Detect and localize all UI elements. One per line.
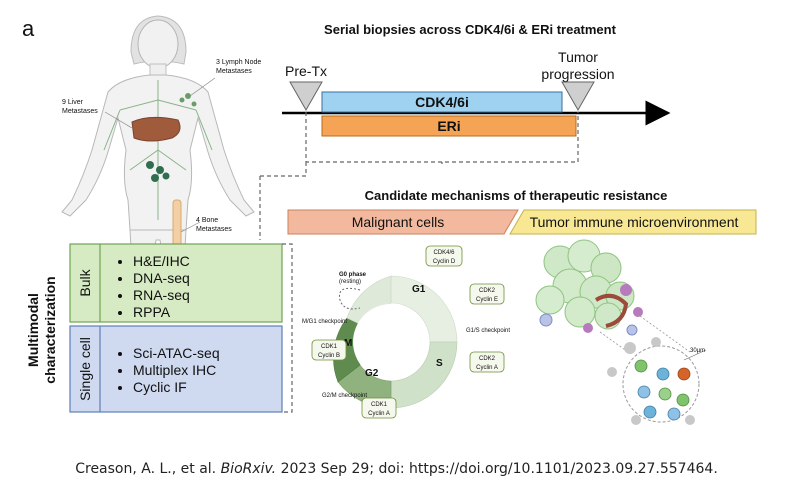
svg-text:Cyclin B: Cyclin B — [318, 353, 340, 359]
cdk46i-bar — [321, 91, 563, 113]
pre-tx-label: Pre-Tx — [285, 63, 327, 79]
scale-label: 30µm — [690, 348, 705, 354]
svg-text:CDK1: CDK1 — [321, 344, 338, 350]
timeline-title: Serial biopsies across CDK4/6i & ERi tre… — [324, 22, 617, 37]
bulk-assay-item: RNA-seq — [133, 287, 190, 303]
liver-label-line2: Metastases — [62, 108, 98, 115]
single-cell-assay-item: Multiplex IHC — [133, 362, 216, 378]
cell-cycle-diagram — [333, 275, 458, 409]
bone-label-line2: Metastases — [196, 226, 232, 233]
bulk-assay-item: H&E/IHC — [133, 253, 190, 269]
single-cell-assay-bullet — [118, 386, 122, 390]
bulk-assay-item: RPPA — [133, 304, 171, 320]
single-cell-assay-bullet — [118, 352, 122, 356]
g0-phase-label: G0 phase — [339, 272, 367, 278]
eri-bar-label: ERi — [437, 118, 460, 134]
bone-label-line1: 4 Bone — [196, 217, 218, 224]
bulk-assay-bullet — [118, 277, 122, 281]
bulk-assay-bullet — [118, 311, 122, 315]
characterization-bracket — [282, 243, 293, 413]
cdk1-cyclin-a-badge: CDK1 Cyclin A — [361, 397, 397, 419]
bulk-label: Bulk — [77, 268, 93, 296]
multimodal-title-line2: characterization — [42, 276, 58, 383]
dashed-connector — [259, 112, 579, 240]
svg-text:CDK2: CDK2 — [479, 356, 496, 362]
progression-label-line1: Tumor — [558, 49, 598, 65]
svg-text:Cyclin A: Cyclin A — [476, 365, 498, 371]
malignant-cells-banner — [287, 209, 519, 235]
single-cell-label: Single cell — [77, 337, 93, 401]
g2-phase-label: G2 — [365, 368, 379, 379]
g1-phase-label: G1 — [412, 284, 426, 295]
progression-biopsy-marker — [561, 81, 595, 112]
svg-text:Cyclin E: Cyclin E — [476, 297, 498, 303]
bulk-assay-bullet — [118, 294, 122, 298]
lymph-label-line1: 3 Lymph Node — [216, 59, 261, 66]
cdk1-cyclin-b-badge: CDK1 Cyclin B — [311, 339, 347, 361]
citation: Creason, A. L., et al. BioRxiv. 2023 Sep… — [0, 461, 793, 477]
citation-details: 2023 Sep 29; doi: https://doi.org/10.110… — [280, 461, 718, 477]
citation-journal: BioRxiv. — [220, 461, 277, 477]
svg-text:CDK4/6: CDK4/6 — [433, 250, 455, 256]
liver-label-line1: 9 Liver — [62, 99, 84, 106]
pre-tx-biopsy-marker — [289, 81, 323, 112]
mg1-checkpoint-label: M/G1 checkpoint — [302, 319, 347, 325]
svg-text:CDK2: CDK2 — [479, 288, 496, 294]
svg-text:CDK1: CDK1 — [371, 402, 388, 408]
cdk46-cyclin-d-badge: CDK4/6 Cyclin D — [425, 245, 463, 267]
cdk46i-bar-label: CDK4/6i — [415, 94, 469, 110]
immune-banner — [509, 209, 757, 235]
single-cell-assay-item: Cyclic IF — [133, 379, 187, 395]
tumor-microenvironment-illustration — [535, 239, 707, 425]
g1s-checkpoint-label: G1/S checkpoint — [466, 328, 510, 334]
s-phase-label: S — [436, 358, 443, 369]
svg-text:Cyclin A: Cyclin A — [368, 411, 390, 417]
svg-text:Cyclin D: Cyclin D — [433, 259, 456, 265]
multimodal-title-line1: Multimodal — [25, 293, 41, 367]
immune-label: Tumor immune microenvironment — [530, 214, 739, 230]
malignant-cells-label: Malignant cells — [352, 214, 445, 230]
bulk-assay-bullet — [118, 260, 122, 264]
g2m-checkpoint-label: G2/M checkpoint — [322, 393, 367, 399]
single-cell-assay-bullet — [118, 369, 122, 373]
progression-label-line2: progression — [541, 66, 614, 82]
cdk2-cyclin-e-badge: CDK2 Cyclin E — [469, 283, 505, 305]
bulk-assay-item: DNA-seq — [133, 270, 190, 286]
mechanisms-title: Candidate mechanisms of therapeutic resi… — [365, 188, 668, 203]
bulk-box — [69, 243, 283, 323]
lymph-label-line2: Metastases — [216, 68, 252, 75]
cdk2-cyclin-a-badge: CDK2 Cyclin A — [469, 351, 505, 373]
panel-label: a — [22, 16, 35, 41]
single-cell-assay-item: Sci-ATAC-seq — [133, 345, 220, 361]
citation-authors: Creason, A. L., et al. — [75, 461, 217, 477]
m-phase-label: M — [344, 338, 352, 349]
single-cell-box — [69, 325, 283, 413]
eri-bar — [321, 115, 577, 137]
g0-resting-label: (resting) — [339, 279, 361, 285]
